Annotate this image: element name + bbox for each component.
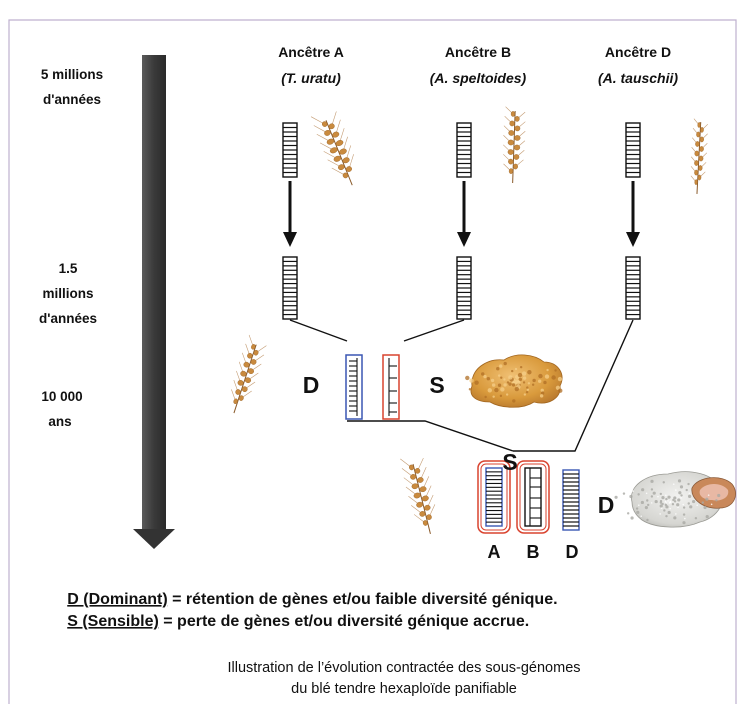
- wheat-spike-ancestor-d-image: [689, 119, 708, 195]
- ancestor-b-species: (A. speltoides): [430, 70, 527, 86]
- wheat-spike-tetraploid-image: [224, 335, 269, 417]
- hexaploid-merge-label: S: [502, 449, 517, 475]
- chromosome-ladder-a-1-5-my: [283, 257, 297, 319]
- descent-arrow-a: [283, 181, 297, 247]
- time-label-1-5-million-line1: 1.5: [59, 261, 78, 276]
- ancestor-b-title: Ancêtre B: [445, 44, 511, 60]
- caption-line-1: Illustration de l’évolution contractée d…: [227, 660, 580, 676]
- descent-arrow-d: [626, 181, 640, 247]
- descent-arrows: [283, 181, 640, 247]
- caption-line-2: du blé tendre hexaploïde panifiable: [291, 681, 517, 697]
- wheat-spike-hexaploid-image: [399, 453, 442, 537]
- chromosome-ladder-a-ancestral: [283, 123, 297, 177]
- legend-sensitive-key: S (Sensible): [67, 613, 159, 630]
- chromosome-hexaploid-d: [563, 470, 579, 530]
- merge-line-tetraploid: [347, 421, 513, 451]
- time-label-10000-line1: 10 000: [41, 389, 82, 404]
- bread-image-tetraploid: [465, 355, 562, 407]
- merge-line-a: [290, 320, 347, 341]
- tetraploid-sensitive-label: S: [429, 372, 444, 398]
- descent-arrow-b: [457, 181, 471, 247]
- time-label-1-5-million-line2: millions: [42, 286, 93, 301]
- ancestor-d-title: Ancêtre D: [605, 44, 671, 60]
- legend-dominant-key: D (Dominant): [67, 591, 167, 608]
- time-label-5-million-line1: 5 millions: [41, 67, 103, 82]
- chromosome-ladder-b-ancestral: [457, 123, 471, 177]
- legend-sensitive-definition: = perte de gènes et/ou diversité génique…: [159, 613, 529, 630]
- ancestor-d-species: (A. tauschii): [598, 70, 678, 86]
- chromosome-ladder-d-ancestral: [626, 123, 640, 177]
- tetraploid-dominant-label: D: [303, 372, 320, 398]
- chromosome-label-b: B: [527, 542, 540, 562]
- wheat-spike-ancestor-a-image: [310, 107, 365, 191]
- chromosome-label-d: D: [566, 542, 579, 562]
- chromosome-ladder-d-1-5-my: [626, 257, 640, 319]
- merge-lines: [290, 320, 633, 451]
- legend-dominant: D (Dominant) = rétention de gènes et/ou …: [45, 591, 571, 608]
- legend-dominant-definition: = rétention de gènes et/ou faible divers…: [168, 591, 558, 608]
- ancestor-a-title: Ancêtre A: [278, 44, 344, 60]
- time-arrow: [133, 55, 175, 549]
- merge-line-b: [404, 320, 464, 341]
- chromosome-tetraploid-dominant: [346, 355, 362, 419]
- ancestor-headers: Ancêtre A (T. uratu) Ancêtre B (A. spelt…: [278, 44, 678, 86]
- chromosome-hexaploid-b: [517, 461, 549, 533]
- wheat-spike-ancestor-b-image: [502, 107, 526, 184]
- legend-sensitive: S (Sensible) = perte de gènes et/ou dive…: [45, 613, 543, 630]
- time-labels: 5 millions d'années 1.5 millions d'année…: [39, 67, 103, 429]
- flour-dough-image-hexaploid: [614, 472, 735, 527]
- chromosome-ladder-b-1-5-my: [457, 257, 471, 319]
- ancestor-a-species: (T. uratu): [281, 70, 341, 86]
- time-label-1-5-million-line3: d'années: [39, 311, 97, 326]
- time-label-10000-line2: ans: [48, 414, 71, 429]
- time-label-5-million-line2: d'années: [43, 92, 101, 107]
- chromosome-tetraploid-sensitive: [383, 355, 399, 419]
- hexaploid-dominant-label: D: [598, 492, 615, 518]
- chromosome-label-a: A: [488, 542, 501, 562]
- chromosome-ladders: [283, 123, 640, 533]
